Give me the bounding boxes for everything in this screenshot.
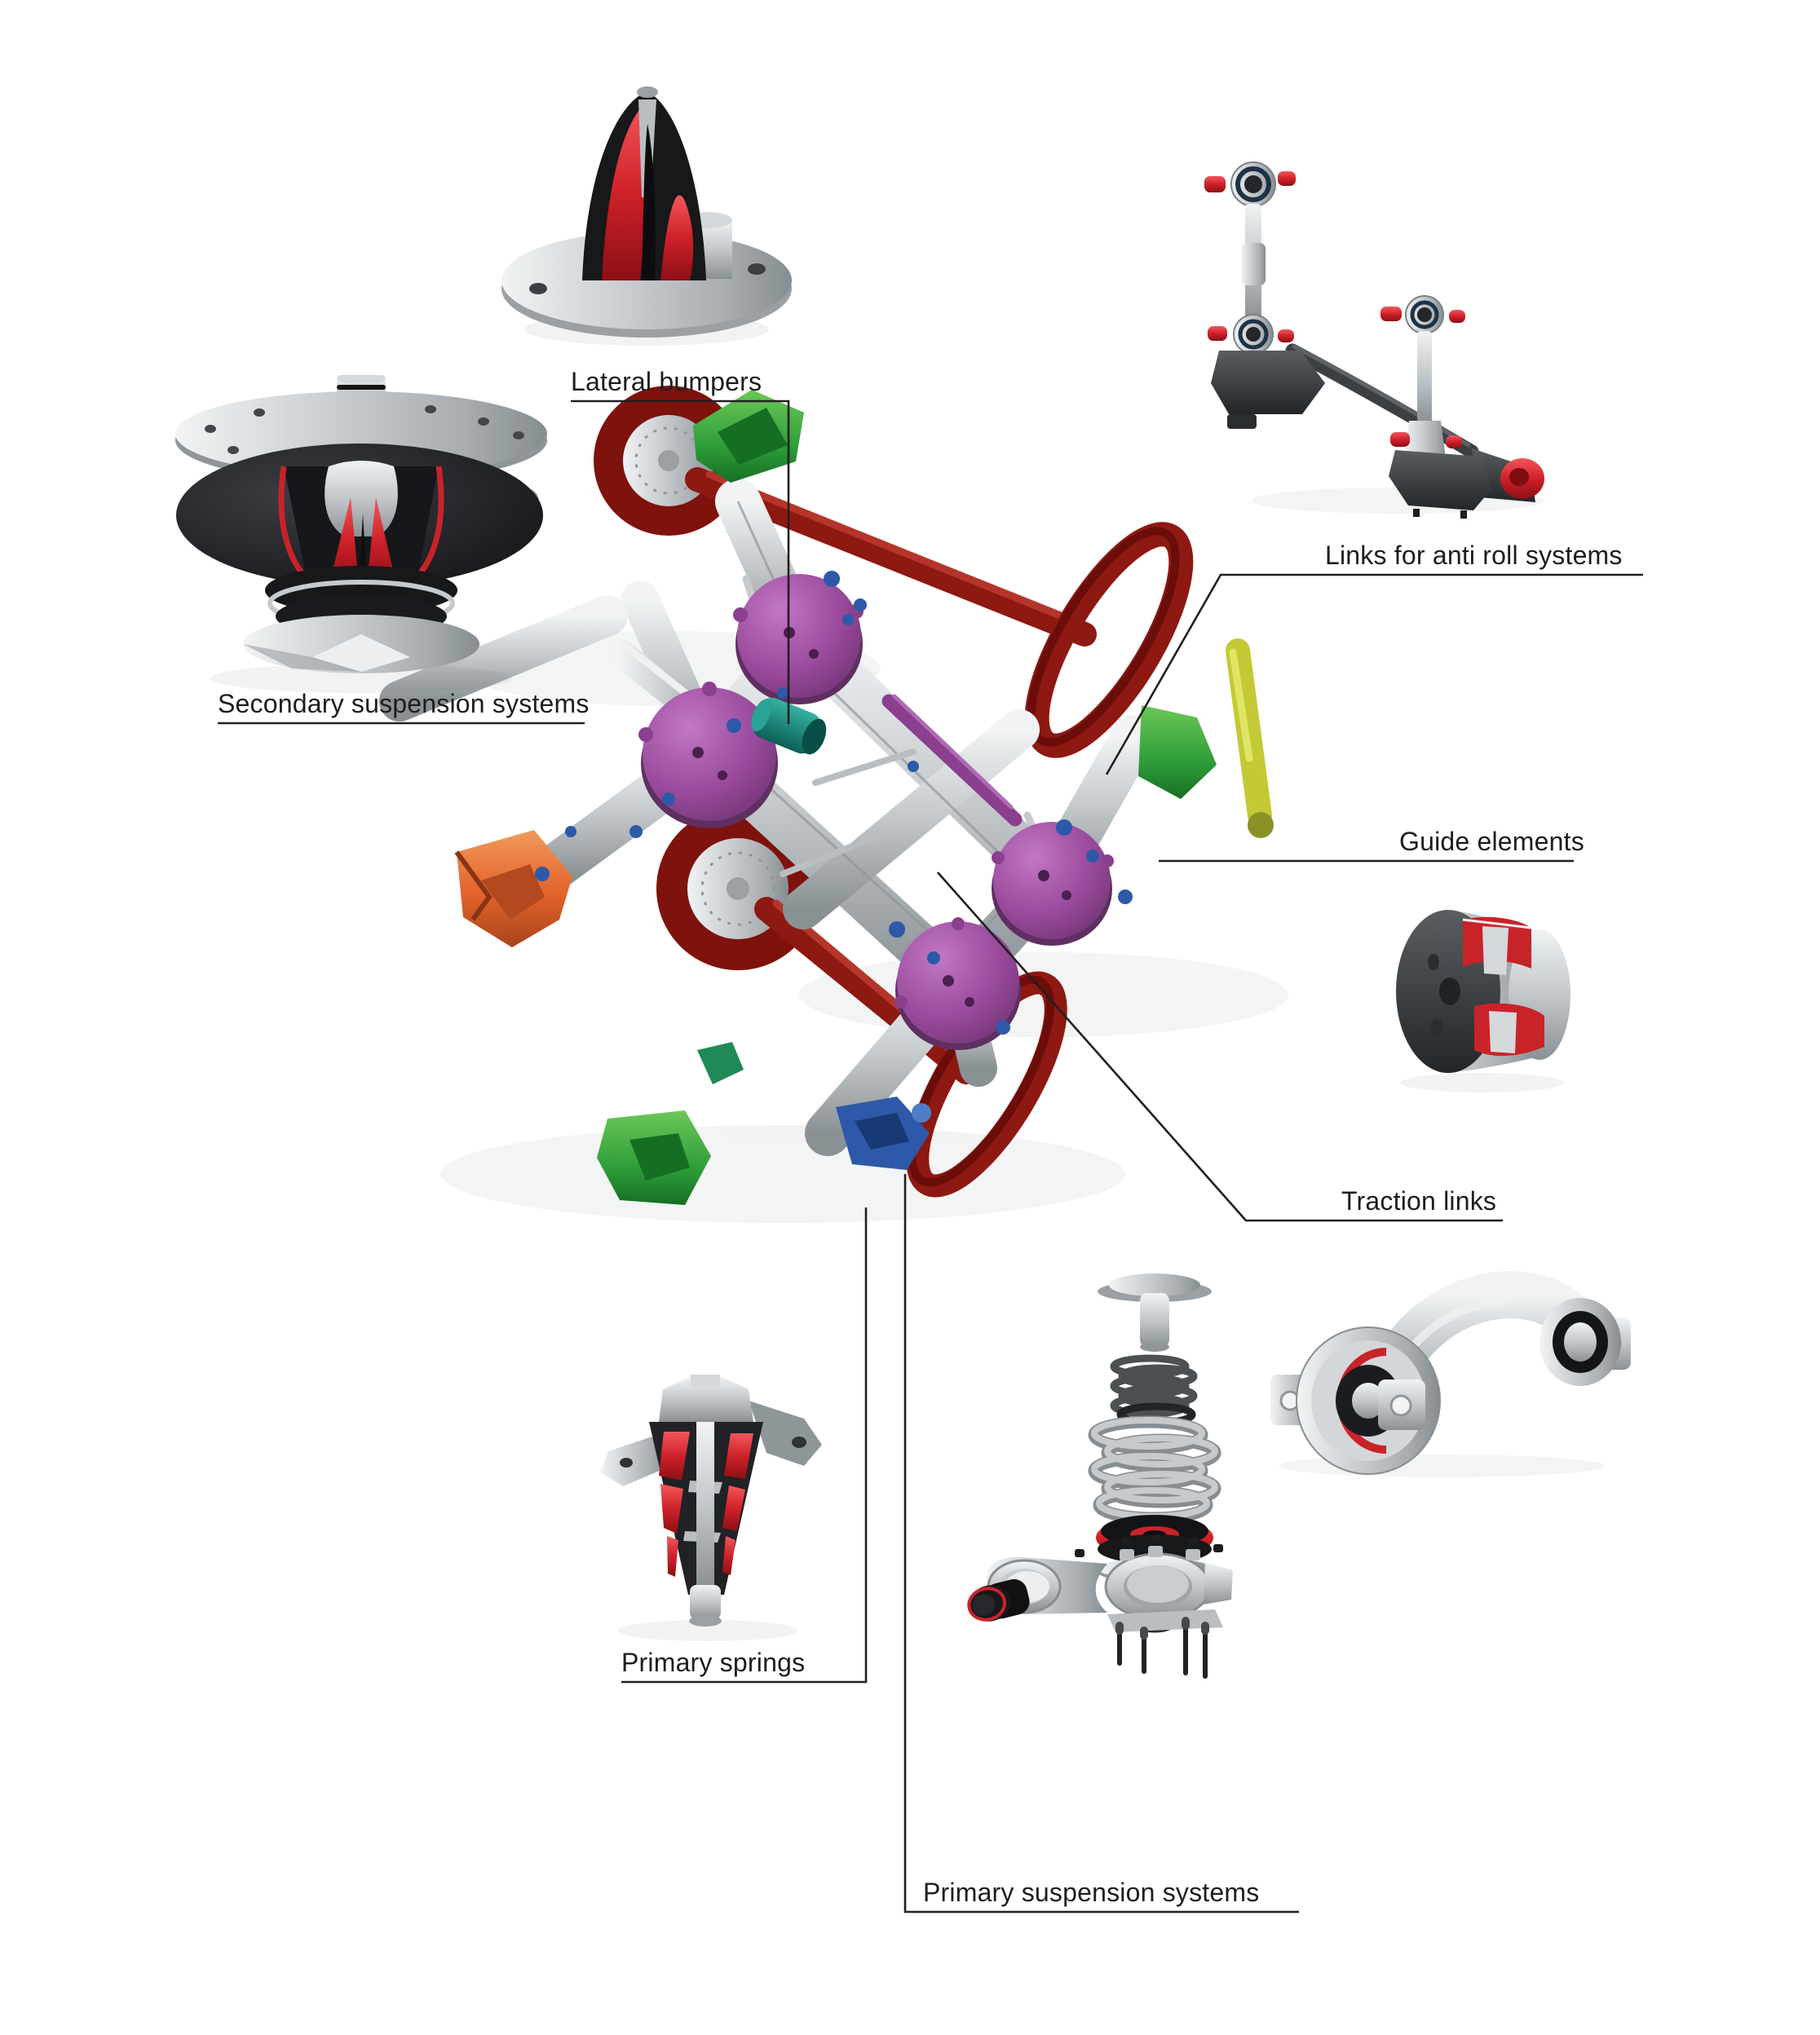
- bumper-rubber-cone: [582, 86, 706, 280]
- traction-left-ring: [1270, 1327, 1441, 1475]
- anti-roll-link-assembly: [1203, 145, 1578, 520]
- exploded-black-cap: [967, 1578, 1030, 1622]
- label-primary-suspension: Primary suspension systems: [923, 1878, 1260, 1907]
- traction-rod: [881, 694, 1023, 827]
- primary-suspension-exploded-view: [944, 1262, 1242, 1682]
- airspring-lower-stack: [243, 566, 479, 673]
- primary-spring-cone: [649, 1375, 763, 1627]
- anti-roll-link-left: [1204, 161, 1325, 429]
- anti-roll-link-right: [1380, 295, 1491, 519]
- orange-brake-bracket: [454, 830, 572, 947]
- label-secondary-suspension: Secondary suspension systems: [218, 689, 590, 718]
- yellow-damper: [1226, 638, 1274, 838]
- airspring-bellow: [176, 444, 543, 587]
- blue-cluster: [836, 1097, 931, 1170]
- exploded-small-coil: [1110, 1354, 1198, 1427]
- label-anti-roll: Links for anti roll systems: [1325, 541, 1623, 570]
- label-guide-elements: Guide elements: [1399, 827, 1584, 856]
- exploded-pin: [1098, 1274, 1212, 1352]
- primary-conical-spring-cutaway: [585, 1375, 826, 1644]
- label-traction-links: Traction links: [1341, 1186, 1497, 1216]
- traction-link-arm-cutaway: [1254, 1220, 1637, 1481]
- guide-element-bushing-cutaway: [1385, 871, 1584, 1095]
- traction-right-bushing: [1539, 1298, 1631, 1386]
- secondary-air-spring-cutaway: [161, 372, 563, 701]
- torsion-bar: [1285, 343, 1544, 502]
- exploded-big-coil: [1088, 1415, 1221, 1525]
- label-primary-springs: Primary springs: [621, 1648, 806, 1677]
- label-lateral-bumpers: Lateral bumpers: [571, 367, 762, 396]
- lateral-bumper-cutaway: [488, 75, 814, 356]
